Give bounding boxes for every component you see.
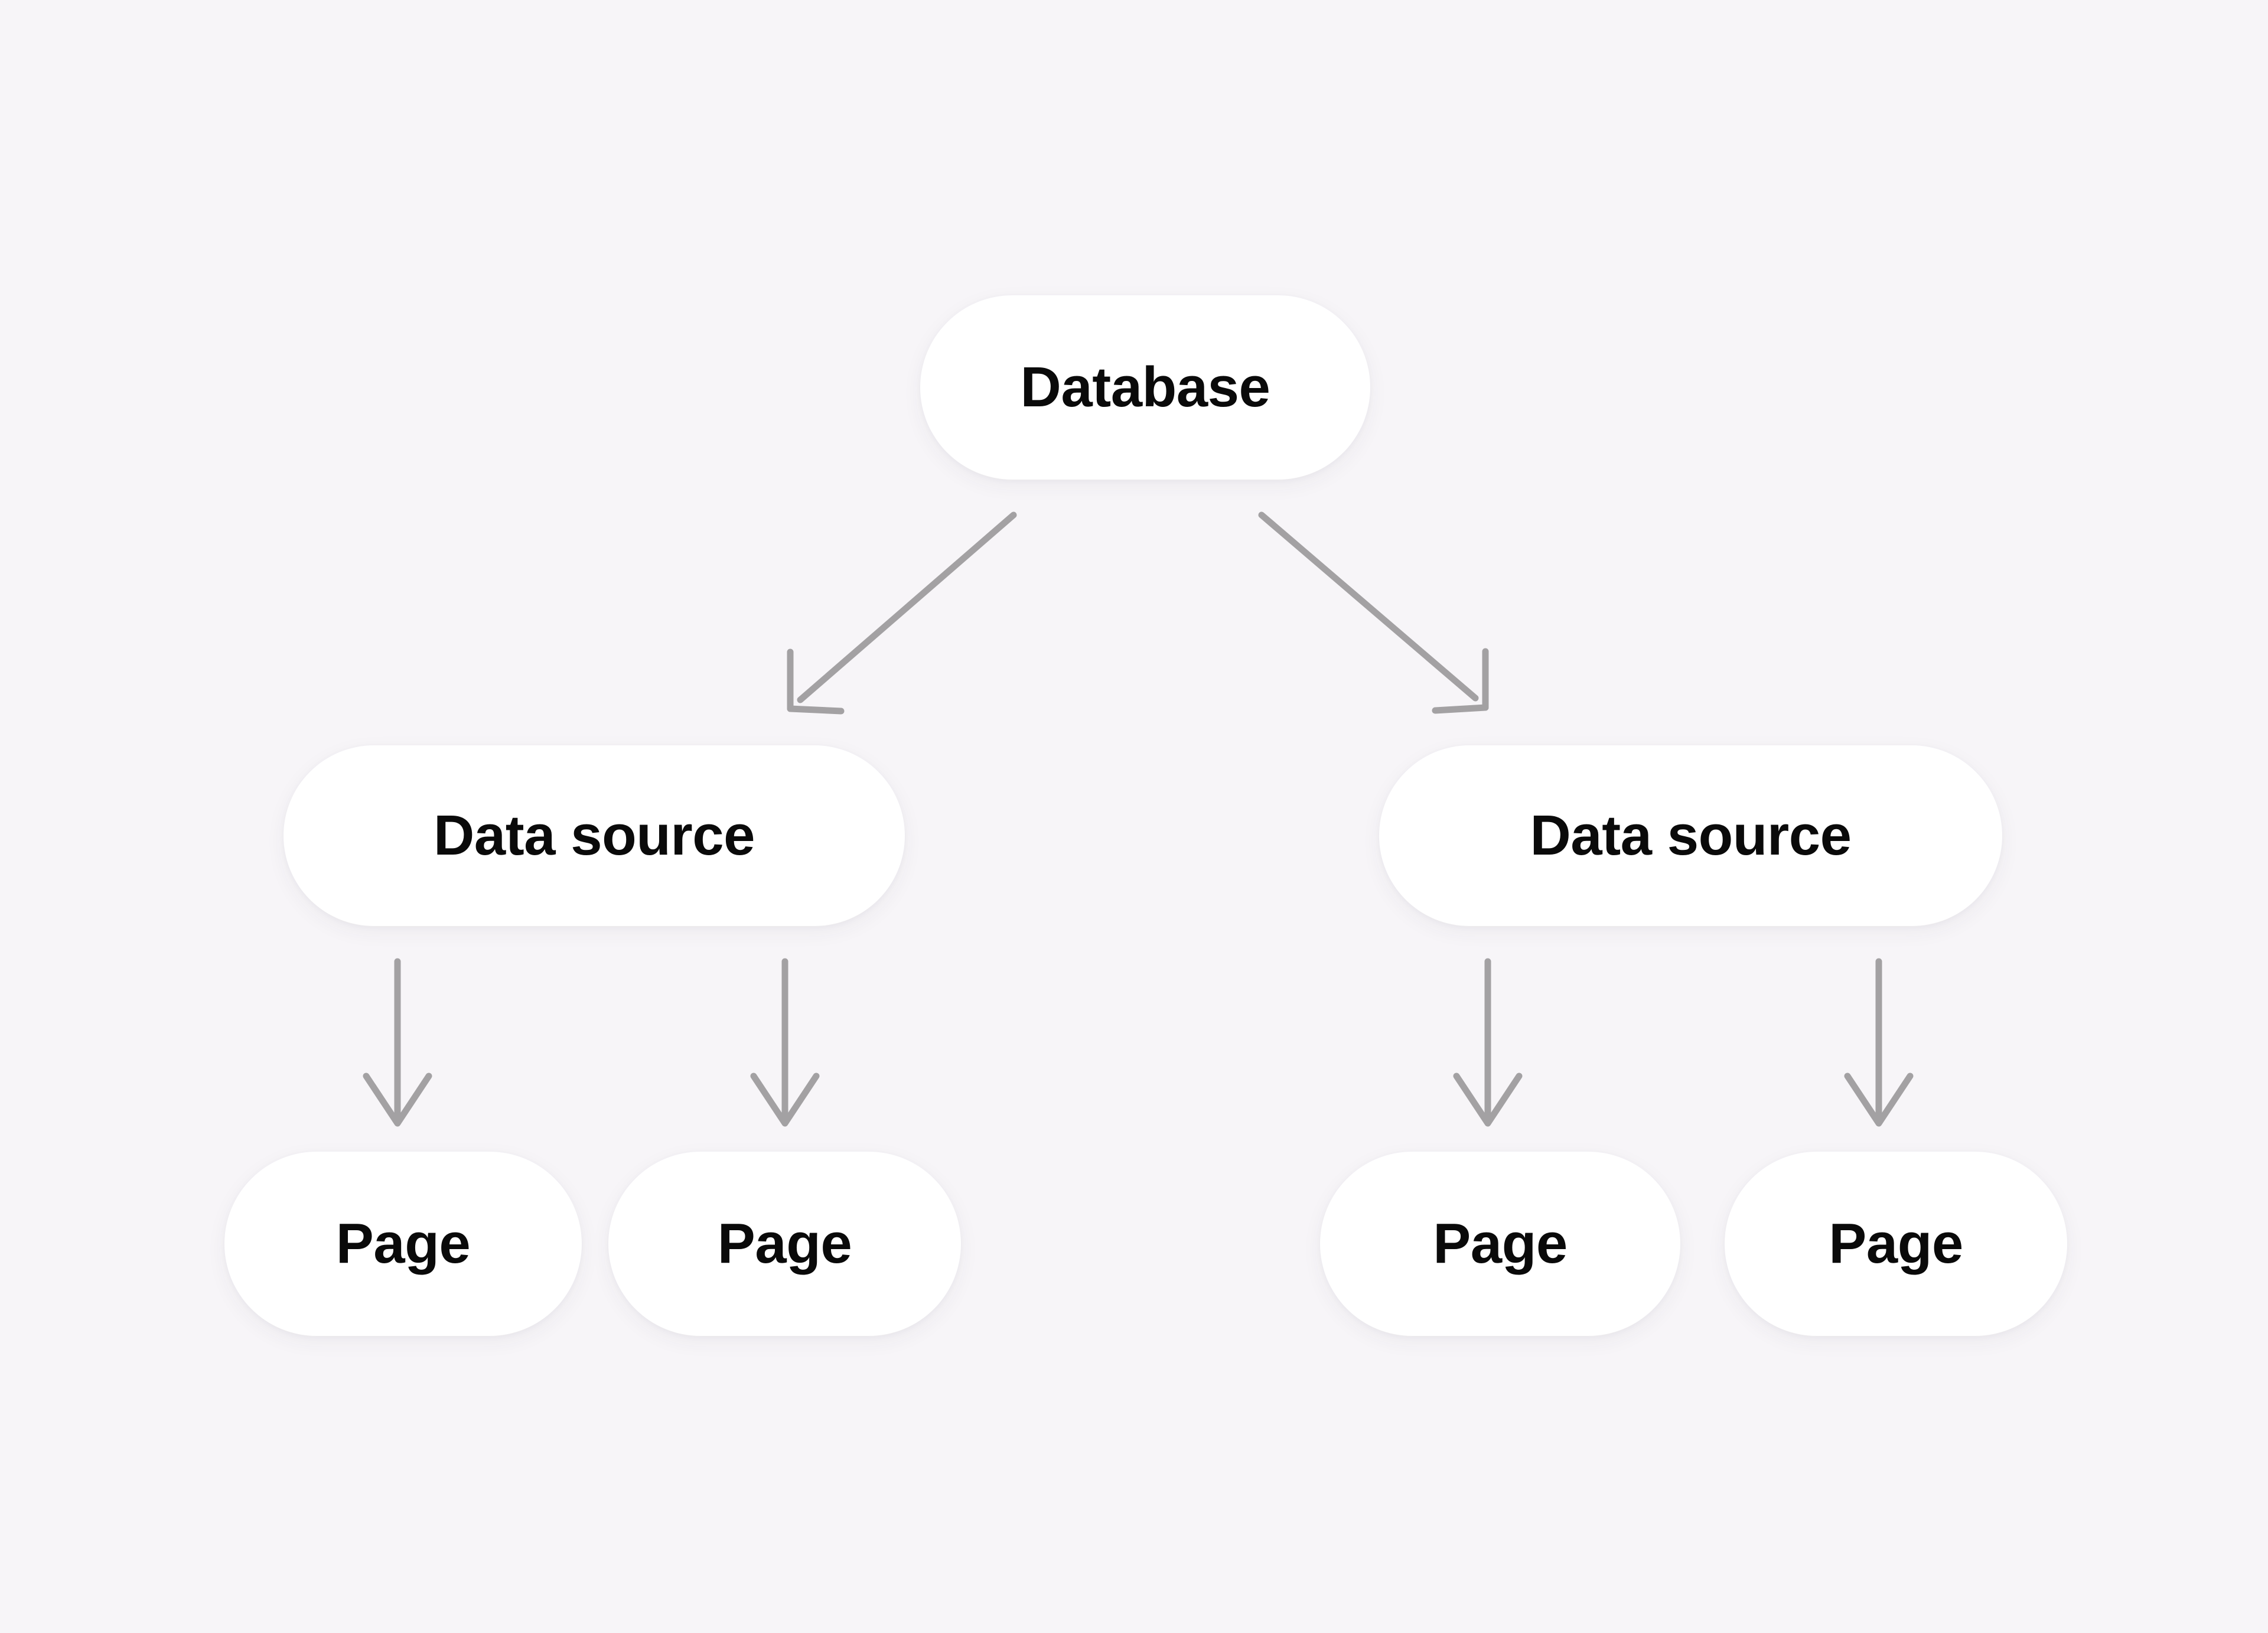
node-page-4-label: Page	[1829, 1212, 1963, 1275]
node-page-4[interactable]: Page	[1725, 1152, 2067, 1336]
edge-datasource-right-to-page-4	[1844, 958, 1914, 1127]
node-page-2[interactable]: Page	[608, 1152, 961, 1336]
node-data-source-right-label: Data source	[1530, 804, 1852, 867]
node-page-1[interactable]: Page	[224, 1152, 582, 1336]
edge-datasource-left-to-page-1	[363, 958, 432, 1127]
node-data-source-right[interactable]: Data source	[1379, 745, 2002, 926]
edge-datasource-right-to-page-3	[1453, 958, 1523, 1127]
node-page-3[interactable]: Page	[1320, 1152, 1680, 1336]
edge-datasource-left-to-page-2	[750, 958, 820, 1127]
node-data-source-left-label: Data source	[433, 804, 755, 867]
node-page-1-label: Page	[335, 1212, 471, 1275]
node-database-label: Database	[1020, 356, 1270, 419]
node-page-3-label: Page	[1433, 1212, 1568, 1275]
node-data-source-left[interactable]: Data source	[284, 745, 905, 926]
node-page-2-label: Page	[717, 1212, 852, 1275]
edge-database-to-datasource-left	[787, 511, 1017, 715]
node-database[interactable]: Database	[920, 295, 1370, 480]
edge-database-to-datasource-right	[1258, 511, 1489, 714]
